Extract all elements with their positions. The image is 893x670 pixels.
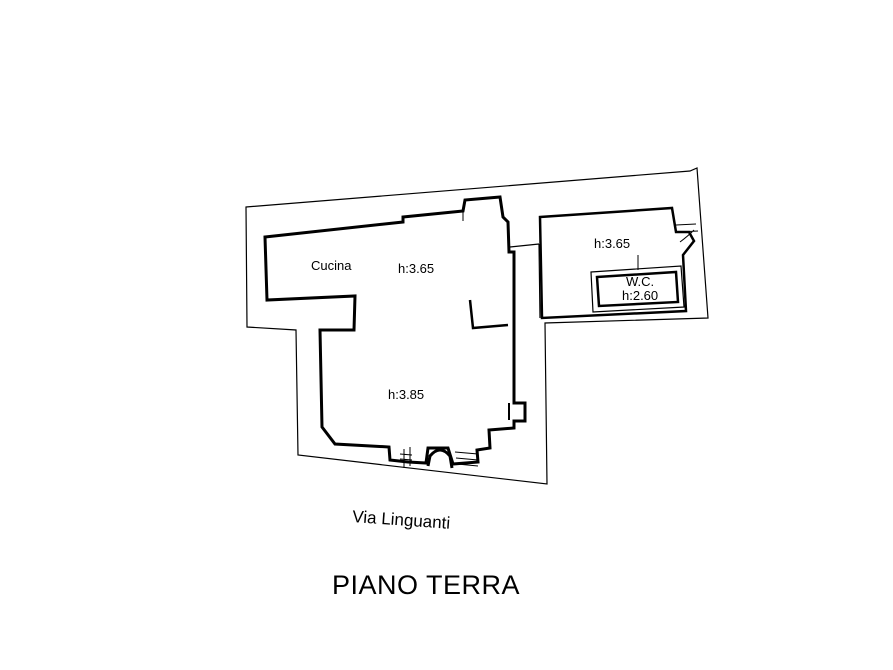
kitchen-height-label: h:3.65	[398, 261, 435, 276]
right-room-height-label: h:3.65	[594, 236, 631, 251]
entrance-door-right	[454, 451, 479, 467]
floor-title: PIANO TERRA	[332, 570, 521, 600]
entrance-door-left	[399, 447, 413, 468]
wc-height-label: h:2.60	[622, 288, 659, 303]
outer-perimeter	[245, 167, 709, 485]
central-jog	[468, 299, 509, 330]
party-wall	[509, 243, 541, 319]
main-room-walls	[263, 195, 527, 466]
wc-walls	[590, 265, 685, 313]
main-room-height-label: h:3.85	[388, 387, 425, 402]
kitchen-label: Cucina	[311, 258, 352, 273]
door-opening	[675, 223, 699, 243]
right-room-walls	[538, 206, 696, 320]
wc-label: W.C.	[626, 274, 655, 289]
arched-opening	[426, 448, 454, 469]
wc-inner-walls	[595, 270, 680, 308]
